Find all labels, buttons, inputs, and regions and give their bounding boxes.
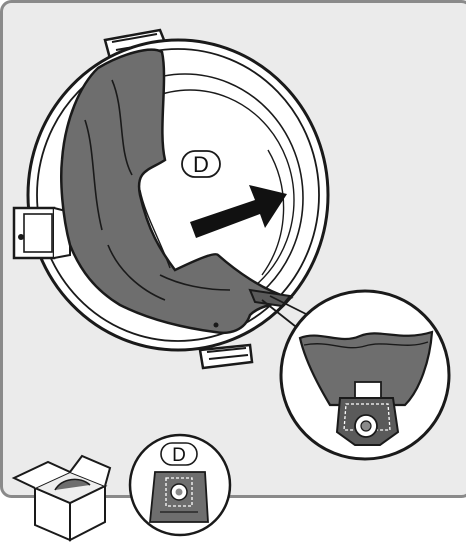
side-latch xyxy=(14,208,70,258)
main-label: D xyxy=(193,152,209,177)
thumbnail: D xyxy=(130,435,230,535)
thumbnail-label: D xyxy=(172,445,186,466)
main-label-badge: D xyxy=(182,151,220,177)
